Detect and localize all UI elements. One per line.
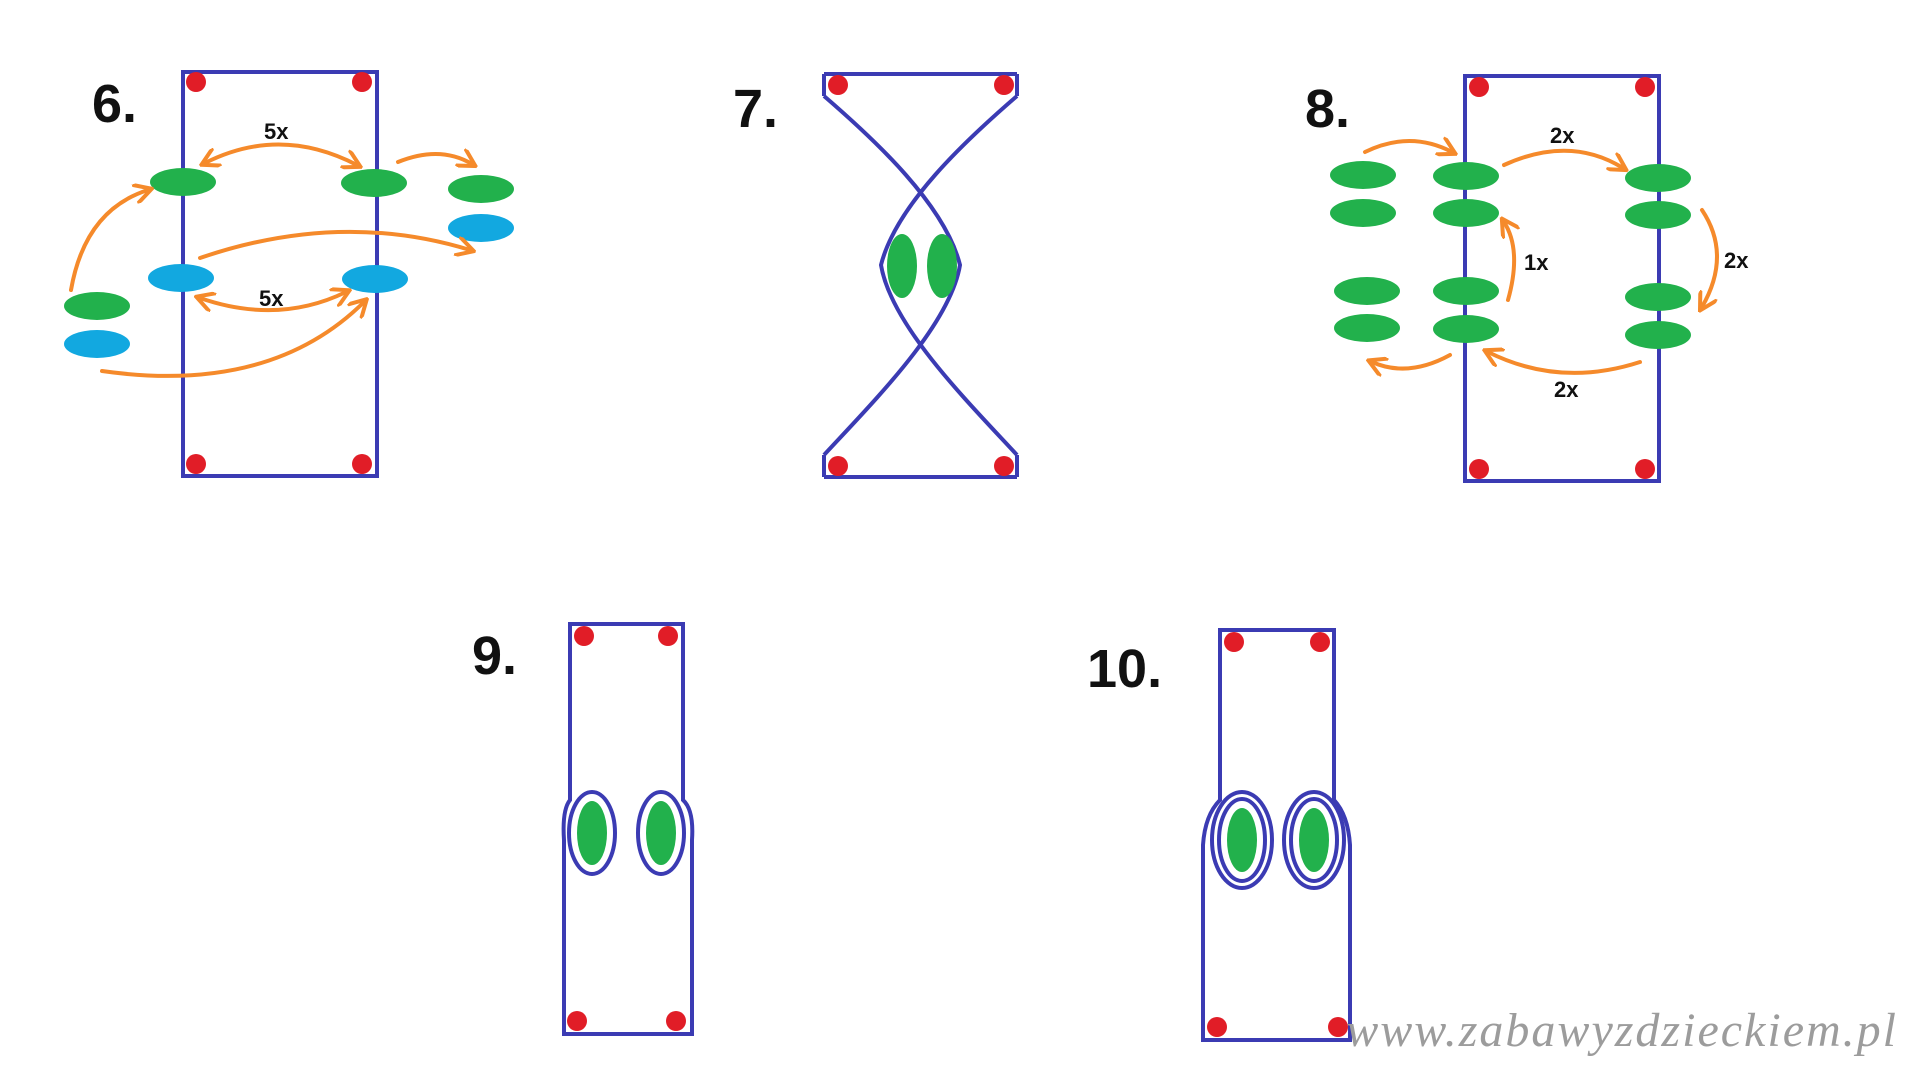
green-band [1334, 277, 1400, 305]
peg [186, 454, 206, 474]
crossed-strand [878, 94, 1019, 457]
loom-frame [561, 622, 695, 1036]
peg [1207, 1017, 1227, 1037]
arrow [100, 302, 364, 378]
green-band [927, 234, 957, 298]
peg [1469, 77, 1489, 97]
loop-outline [1282, 790, 1346, 890]
loop-outline [1217, 797, 1267, 883]
crossed-strand [822, 94, 963, 457]
arrow [69, 190, 148, 292]
repeat-count-label: 1x [1524, 250, 1549, 275]
green-band [1299, 808, 1329, 872]
arrow [396, 154, 472, 164]
step-7-number: 7. [733, 79, 778, 139]
peg [666, 1011, 686, 1031]
green-band [1433, 199, 1499, 227]
arrow [1702, 208, 1719, 307]
peg [828, 75, 848, 95]
repeat-count-label: 5x [264, 119, 289, 144]
green-band [887, 234, 917, 298]
green-band [646, 801, 676, 865]
loop-outline [567, 790, 617, 876]
peg [352, 72, 372, 92]
peg [1635, 459, 1655, 479]
green-band [1330, 161, 1396, 189]
repeat-count-label: 2x [1550, 123, 1575, 148]
step-8-number: 8. [1305, 79, 1350, 139]
blue-band [148, 264, 214, 292]
loop-outline [636, 790, 686, 876]
green-band [1625, 321, 1691, 349]
peg [1310, 632, 1330, 652]
arrow [1488, 352, 1642, 375]
arrow [1363, 141, 1452, 152]
arrow [1504, 222, 1514, 302]
green-band [1227, 808, 1257, 872]
peg [658, 626, 678, 646]
step-8: 8. 2x 1x 2x 2x [1305, 74, 1749, 483]
green-band [1625, 201, 1691, 229]
green-band [341, 169, 407, 197]
green-band [64, 292, 130, 320]
peg [828, 456, 848, 476]
peg [186, 72, 206, 92]
step-6: 6. 5x 5x [64, 70, 514, 478]
green-band [577, 801, 607, 865]
repeat-count-label: 5x [259, 286, 284, 311]
blue-band [448, 214, 514, 242]
peg [574, 626, 594, 646]
peg [994, 456, 1014, 476]
loom-frame [1201, 628, 1352, 1042]
step-9-number: 9. [472, 626, 517, 686]
green-band [1433, 162, 1499, 190]
peg [352, 454, 372, 474]
step-10: 10. [1087, 628, 1352, 1042]
green-band [448, 175, 514, 203]
step-6-number: 6. [92, 74, 137, 134]
double-arrow [200, 292, 346, 313]
peg [1469, 459, 1489, 479]
green-band [1330, 199, 1396, 227]
step-7: 7. [733, 72, 1019, 479]
peg [567, 1011, 587, 1031]
repeat-count-label: 2x [1724, 248, 1749, 273]
double-arrow [205, 142, 357, 165]
repeat-count-label: 2x [1554, 377, 1579, 402]
loop-outline [1210, 790, 1274, 890]
green-band [1625, 283, 1691, 311]
peg [994, 75, 1014, 95]
green-band [1334, 314, 1400, 342]
green-band [1433, 277, 1499, 305]
peg [1328, 1017, 1348, 1037]
arrow [198, 229, 470, 260]
arrow [1372, 353, 1452, 369]
step-9: 9. [472, 622, 695, 1036]
green-band [1433, 315, 1499, 343]
website-watermark: www.zabawyzdzieckiem.pl [1346, 1004, 1898, 1057]
green-band [150, 168, 216, 196]
peg [1635, 77, 1655, 97]
green-band [1625, 164, 1691, 192]
loop-outline [1289, 797, 1339, 883]
arrow [1502, 148, 1623, 168]
blue-band [342, 265, 408, 293]
peg [1224, 632, 1244, 652]
blue-band [64, 330, 130, 358]
step-10-number: 10. [1087, 639, 1162, 699]
